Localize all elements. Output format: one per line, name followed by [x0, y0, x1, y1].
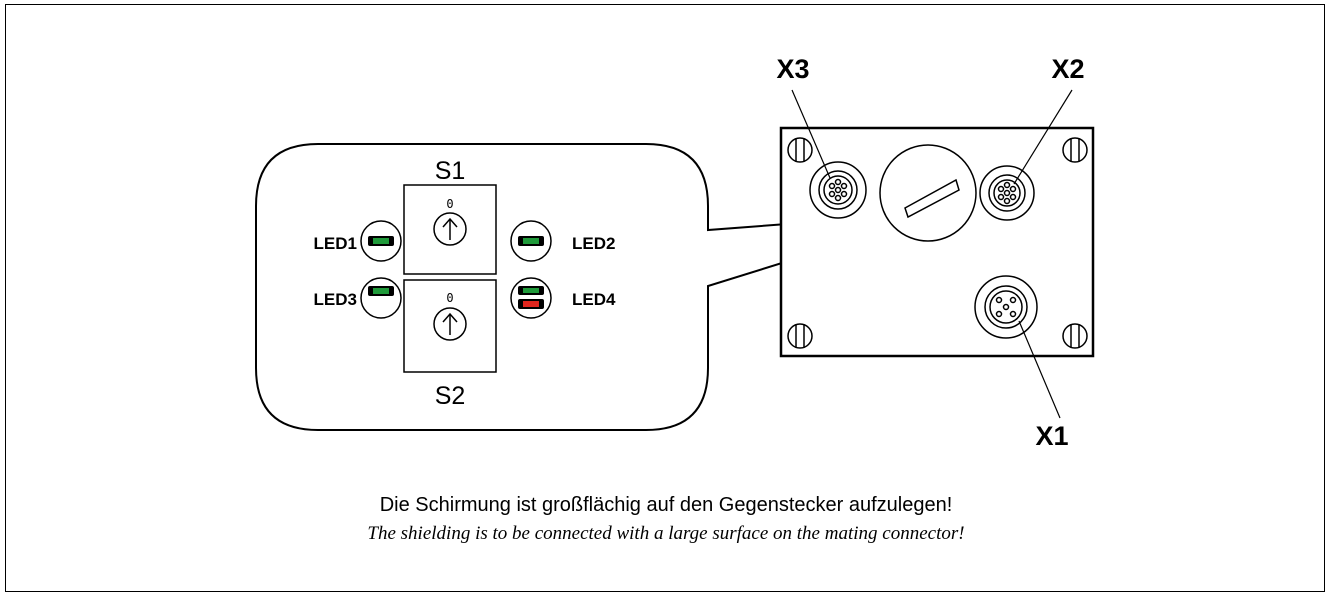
switch-s2	[403, 279, 497, 373]
label-x2: X2	[1051, 54, 1084, 84]
caption-english: The shielding is to be connected with a …	[367, 523, 965, 544]
connector-x3	[809, 161, 867, 219]
label-led4: LED4	[572, 290, 616, 309]
led4-indicator	[510, 277, 552, 319]
leader-lines	[791, 89, 1073, 419]
label-led3: LED3	[314, 290, 357, 309]
label-x1: X1	[1035, 421, 1068, 451]
label-led2: LED2	[572, 234, 615, 253]
led1-indicator	[360, 220, 402, 262]
connector-x2	[979, 165, 1035, 221]
led2-indicator	[510, 220, 552, 262]
switch-s2-value: 0	[446, 291, 453, 305]
caption-german: Die Schirmung ist großflächig auf den Ge…	[379, 494, 953, 516]
label-x3: X3	[776, 54, 809, 84]
connector-x1	[974, 275, 1038, 339]
screw-bottom-left	[787, 323, 813, 349]
label-led1: LED1	[314, 234, 357, 253]
label-s1: S1	[435, 157, 466, 185]
switch-s1-value: 0	[446, 197, 453, 211]
label-s2: S2	[435, 382, 466, 410]
led3-indicator	[360, 277, 402, 319]
screw-bottom-right	[1062, 323, 1088, 349]
screw-top-left	[787, 137, 813, 163]
switch-s1	[403, 184, 497, 275]
screw-top-right	[1062, 137, 1088, 163]
switch-cover	[879, 144, 977, 242]
